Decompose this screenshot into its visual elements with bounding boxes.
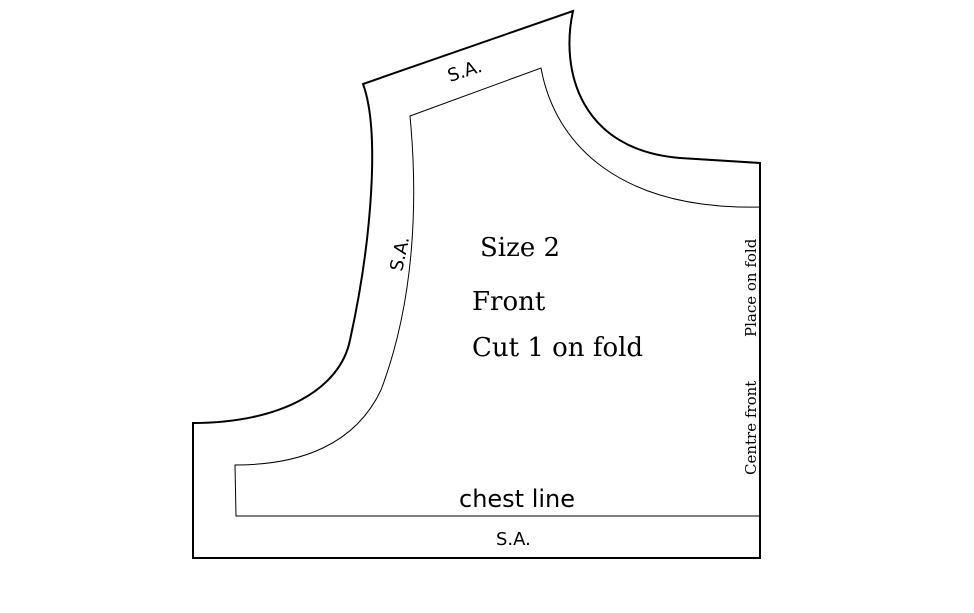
piece-name-label: Front [472, 287, 546, 317]
cutting-line [192, 9, 761, 559]
centre-front-label: Centre front [742, 381, 760, 475]
place-on-fold-label: Place on fold [742, 238, 760, 337]
chest-line-label: chest line [459, 485, 575, 513]
cut-instruction-label: Cut 1 on fold [472, 333, 643, 363]
seam-line [234, 67, 761, 517]
sa-label-bottom: S.A. [496, 529, 531, 550]
sa-label-top: S.A. [445, 56, 485, 87]
size-label: Size 2 [480, 233, 560, 263]
